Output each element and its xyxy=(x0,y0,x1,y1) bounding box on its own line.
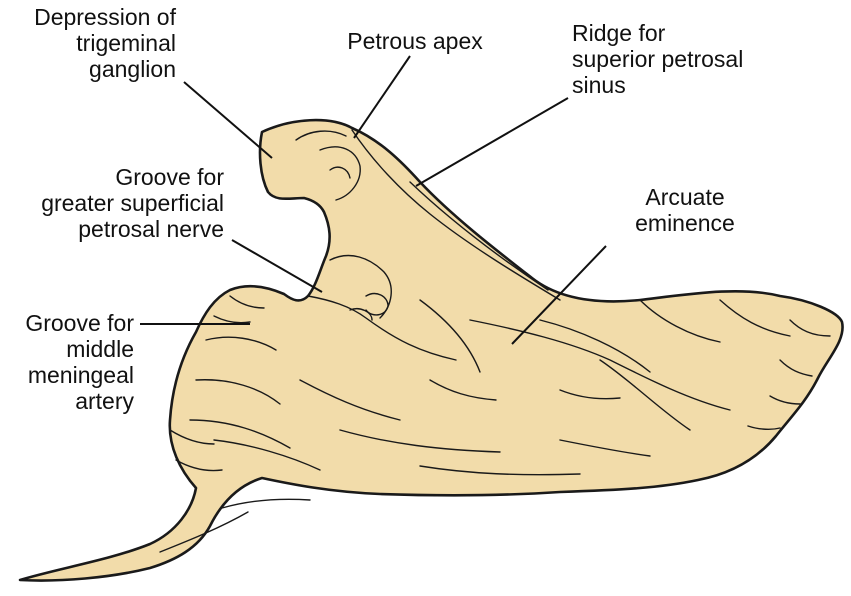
label-line: petrosal nerve xyxy=(78,216,224,242)
label-line: artery xyxy=(75,388,134,414)
leader-trigeminal xyxy=(183,81,273,159)
label-line: Ridge for xyxy=(572,20,666,46)
leader-gspn xyxy=(231,239,323,293)
label-greater-superficial-petrosal-nerve: Groove for greater superficial petrosal … xyxy=(0,164,224,242)
leader-apex xyxy=(353,55,411,139)
label-line: Groove for xyxy=(115,164,224,190)
label-line: trigeminal xyxy=(76,30,176,56)
bone-contours xyxy=(159,129,831,553)
label-line: Depression of xyxy=(34,4,176,30)
label-petrous-apex: Petrous apex xyxy=(330,28,500,54)
label-line: Groove for xyxy=(25,310,134,336)
label-ridge-superior-petrosal-sinus: Ridge for superior petrosal sinus xyxy=(572,20,792,98)
leader-arcuate xyxy=(511,245,607,345)
label-line: Petrous apex xyxy=(347,28,483,54)
label-middle-meningeal-artery: Groove for middle meningeal artery xyxy=(0,310,134,414)
label-line: Arcuate xyxy=(645,184,725,210)
leader-ridge xyxy=(415,97,569,187)
label-line: meningeal xyxy=(27,362,134,388)
label-line: ganglion xyxy=(89,56,176,82)
label-line: sinus xyxy=(572,72,626,98)
label-line: middle xyxy=(66,336,134,362)
label-line: greater superficial xyxy=(41,190,224,216)
label-arcuate-eminence: Arcuate eminence xyxy=(610,184,760,236)
leader-lines xyxy=(140,55,607,345)
label-trigeminal-depression: Depression of trigeminal ganglion xyxy=(4,4,176,82)
label-line: superior petrosal xyxy=(572,46,744,72)
label-line: eminence xyxy=(635,210,735,236)
